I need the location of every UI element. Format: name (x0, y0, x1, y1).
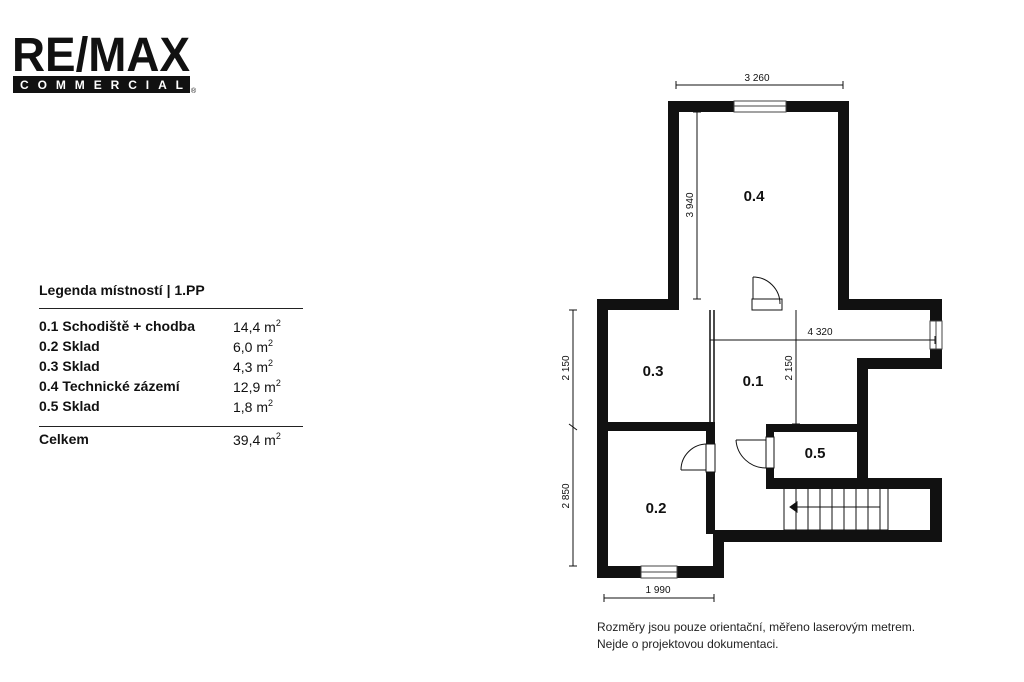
legend-row: 0.1 Schodiště + chodba 14,4 m2 (39, 316, 303, 336)
wall-segment (766, 424, 774, 437)
remax-logo: RE/MAX COMMERCIAL ® (12, 29, 197, 95)
legend-row: 0.2 Sklad 6,0 m2 (39, 336, 303, 356)
logo-registered-mark: ® (191, 87, 197, 95)
legend-divider-top (39, 308, 303, 309)
wall-segment (766, 424, 864, 432)
wall-segment (717, 530, 942, 542)
logo-brand: RE/MAX (12, 29, 190, 82)
room-name: 0.4 Technické zázemí (39, 378, 180, 394)
dimension-labels: 3 260 3 940 4 320 2 150 2 150 2 850 1 99… (561, 73, 833, 596)
wall-segment (706, 422, 715, 444)
room-label-0-5: 0.5 (805, 445, 826, 462)
legend-room-list: 0.1 Schodiště + chodba 14,4 m2 0.2 Sklad… (39, 309, 303, 426)
wall-segment (597, 299, 608, 578)
disclaimer-line: Rozměry jsou pouze orientační, měřeno la… (597, 620, 916, 634)
legend-row: 0.4 Technické zázemí 12,9 m2 (39, 376, 303, 396)
door-swing (735, 439, 767, 469)
wall-segment (597, 299, 679, 310)
door-swing (752, 276, 781, 305)
room-name: 0.1 Schodiště + chodba (39, 318, 195, 334)
room-label-0-4: 0.4 (744, 188, 766, 205)
room-area: 6,0 m2 (233, 337, 274, 355)
door-swing (680, 443, 708, 471)
legend-total-row: Celkem 39,4 m2 (39, 429, 303, 449)
room-label-0-3: 0.3 (643, 363, 664, 380)
wall-segment (713, 530, 724, 578)
room-name: 0.2 Sklad (39, 338, 100, 354)
wall-segment (668, 101, 679, 310)
room-name: 0.5 Sklad (39, 398, 100, 414)
wall-segment (930, 299, 942, 321)
stair-arrow-head (789, 501, 798, 513)
door-frame (705, 443, 716, 473)
room-area: 4,3 m2 (233, 357, 274, 375)
staircase (783, 483, 889, 531)
dim-label-bottom: 1 990 (645, 585, 670, 596)
wall-segment (930, 478, 942, 542)
wall-segment (706, 472, 715, 534)
wall-segment (857, 358, 942, 369)
wall-segment (597, 566, 641, 578)
wall-segment (838, 101, 849, 310)
legend-divider-bottom (39, 426, 303, 427)
room-label-0-2: 0.2 (646, 500, 667, 517)
dimension-lines (568, 81, 936, 602)
interior-thin-walls (709, 310, 715, 422)
total-label: Celkem (39, 431, 89, 447)
dim-label-room01: 2 150 (784, 355, 795, 380)
wall-segment (766, 468, 774, 489)
wall-segment (838, 299, 942, 310)
room-area: 12,9 m2 (233, 377, 281, 395)
disclaimer-note: Rozměry jsou pouze orientační, měřeno la… (597, 619, 915, 653)
windows (640, 100, 943, 579)
room-area: 14,4 m2 (233, 317, 281, 335)
total-area: 39,4 m2 (233, 430, 281, 448)
legend-row: 0.5 Sklad 1,8 m2 (39, 396, 303, 416)
doors (680, 276, 783, 473)
dim-label-corridor: 4 320 (807, 327, 832, 338)
dim-label-left-lower: 2 850 (561, 483, 572, 508)
room-name: 0.3 Sklad (39, 358, 100, 374)
dim-label-top: 3 260 (744, 73, 769, 84)
stair-outline (783, 483, 889, 531)
wall-segment (597, 422, 715, 431)
dim-label-left-upper: 2 150 (561, 355, 572, 380)
door-frame (751, 298, 783, 311)
room-labels: 0.4 0.3 0.1 0.5 0.2 (643, 188, 826, 517)
wall-segment (857, 358, 868, 479)
legend-title: Legenda místností | 1.PP (39, 282, 205, 298)
room-legend: Legenda místností | 1.PP 0.1 Schodiště +… (39, 282, 303, 449)
disclaimer-line: Nejde o projektovou dokumentaci. (597, 637, 779, 651)
wall-segment (677, 566, 724, 578)
dim-label-room04: 3 940 (685, 192, 696, 217)
room-area: 1,8 m2 (233, 397, 274, 415)
logo-band (13, 76, 190, 93)
room-label-0-1: 0.1 (743, 373, 764, 390)
wall-segment (668, 101, 734, 112)
door-frame (765, 436, 775, 469)
legend-row: 0.3 Sklad 4,3 m2 (39, 356, 303, 376)
wall-segment (786, 101, 849, 112)
